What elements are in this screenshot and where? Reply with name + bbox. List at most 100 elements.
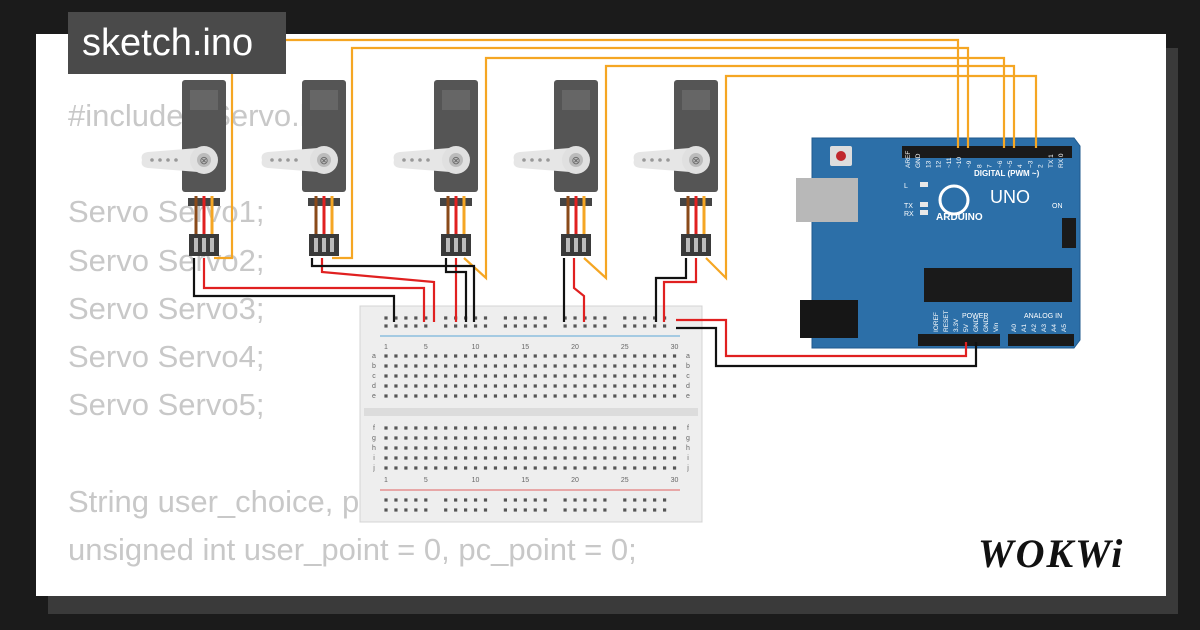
breadboard-hole[interactable] [563,364,567,368]
breadboard-hole[interactable] [593,498,597,502]
breadboard-hole[interactable] [533,316,537,320]
breadboard-hole[interactable] [573,324,577,328]
breadboard-hole[interactable] [473,354,478,358]
breadboard-hole[interactable] [404,374,408,378]
breadboard-hole[interactable] [454,374,458,378]
breadboard-hole[interactable] [424,446,428,450]
breadboard-hole[interactable] [404,394,408,398]
breadboard-hole[interactable] [663,374,667,378]
breadboard-hole[interactable] [473,394,478,398]
breadboard-hole[interactable] [394,446,398,450]
breadboard-hole[interactable] [424,316,428,320]
breadboard-hole[interactable] [454,324,458,328]
breadboard-hole[interactable] [563,374,567,378]
breadboard-hole[interactable] [483,456,488,460]
breadboard-hole[interactable] [643,324,647,328]
breadboard-hole[interactable] [623,394,627,398]
breadboard-hole[interactable] [424,426,428,430]
breadboard-hole[interactable] [493,384,498,388]
breadboard-hole[interactable] [473,374,478,378]
breadboard-hole[interactable] [663,426,667,430]
breadboard-hole[interactable] [643,508,647,512]
breadboard-hole[interactable] [493,374,498,378]
breadboard-hole[interactable] [493,456,498,460]
breadboard-hole[interactable] [583,354,587,358]
breadboard-hole[interactable] [434,374,438,378]
breadboard-hole[interactable] [653,384,657,388]
breadboard-hole[interactable] [593,466,597,470]
breadboard-hole[interactable] [444,456,448,460]
arduino-uno-board[interactable]: UNO ARDUINO DIGITAL (PWM ~) POWER ANALOG… [796,137,1081,349]
breadboard-hole[interactable] [603,354,607,358]
breadboard-hole[interactable] [653,446,657,450]
breadboard-hole[interactable] [384,456,388,460]
breadboard-hole[interactable] [603,436,607,440]
breadboard-hole[interactable] [404,324,408,328]
breadboard-hole[interactable] [593,456,597,460]
breadboard-hole[interactable] [603,456,607,460]
breadboard-hole[interactable] [672,364,677,368]
breadboard-hole[interactable] [483,436,488,440]
file-tab[interactable]: sketch.ino [68,12,286,74]
breadboard-hole[interactable] [394,364,398,368]
breadboard-hole[interactable] [384,466,388,470]
breadboard-hole[interactable] [394,354,398,358]
breadboard-hole[interactable] [513,508,517,512]
breadboard-hole[interactable] [503,508,507,512]
breadboard-hole[interactable] [414,508,418,512]
breadboard-hole[interactable] [513,498,517,502]
breadboard-hole[interactable] [623,498,627,502]
breadboard-hole[interactable] [464,466,468,470]
breadboard-hole[interactable] [414,436,418,440]
servo-horn[interactable] [141,148,198,172]
breadboard-hole[interactable] [563,426,567,430]
breadboard-hole[interactable] [573,508,577,512]
breadboard-hole[interactable] [633,316,637,320]
breadboard-hole[interactable] [623,466,627,470]
breadboard-hole[interactable] [663,508,667,512]
breadboard-hole[interactable] [533,508,537,512]
breadboard-hole[interactable] [493,446,498,450]
breadboard-hole[interactable] [444,316,448,320]
breadboard-hole[interactable] [633,324,637,328]
breadboard-hole[interactable] [394,324,398,328]
breadboard-hole[interactable] [454,498,458,502]
breadboard-hole[interactable] [483,354,488,358]
breadboard-hole[interactable] [483,508,488,512]
breadboard-hole[interactable] [633,354,637,358]
breadboard-hole[interactable] [583,364,587,368]
breadboard-hole[interactable] [633,436,637,440]
breadboard-hole[interactable] [384,364,388,368]
breadboard-hole[interactable] [384,394,388,398]
breadboard-hole[interactable] [583,498,587,502]
breadboard-hole[interactable] [553,374,557,378]
breadboard-hole[interactable] [593,384,597,388]
breadboard-hole[interactable] [643,316,647,320]
breadboard-hole[interactable] [404,354,408,358]
breadboard-hole[interactable] [553,436,557,440]
breadboard-hole[interactable] [663,324,667,328]
breadboard-hole[interactable] [513,384,517,388]
breadboard-hole[interactable] [563,508,567,512]
breadboard-hole[interactable] [523,384,527,388]
breadboard-hole[interactable] [424,364,428,368]
breadboard-hole[interactable] [672,446,677,450]
breadboard-hole[interactable] [653,456,657,460]
breadboard-hole[interactable] [593,364,597,368]
breadboard-hole[interactable] [444,374,448,378]
breadboard-hole[interactable] [603,508,607,512]
breadboard-hole[interactable] [663,466,667,470]
breadboard-hole[interactable] [424,436,428,440]
breadboard-hole[interactable] [623,456,627,460]
breadboard-hole[interactable] [523,456,527,460]
breadboard-hole[interactable] [424,456,428,460]
breadboard-hole[interactable] [623,436,627,440]
servo-motor-1[interactable]: ⊗ [141,80,226,256]
servo-motor-3[interactable]: ⊗ [393,80,478,256]
breadboard-hole[interactable] [573,354,577,358]
breadboard-hole[interactable] [444,324,448,328]
breadboard-hole[interactable] [404,466,408,470]
breadboard-hole[interactable] [473,498,478,502]
breadboard-hole[interactable] [653,426,657,430]
breadboard-hole[interactable] [503,466,507,470]
